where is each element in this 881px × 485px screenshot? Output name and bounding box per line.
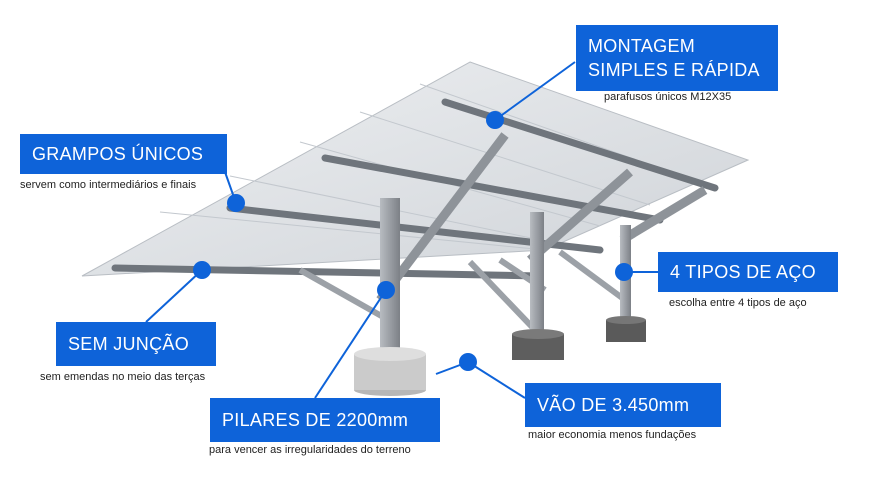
callout-vao-title: VÃO DE 3.450mm [525, 383, 721, 427]
callout-montagem-title-line2: SIMPLES E RÁPIDA [588, 60, 760, 80]
callout-grampos-title: GRAMPOS ÚNICOS [20, 134, 227, 174]
callout-tipos-aco-subtitle: escolha entre 4 tipos de aço [669, 297, 807, 309]
braces [298, 249, 627, 333]
callout-grampos-subtitle: servem como intermediários e finais [20, 179, 197, 191]
callout-vao-subtitle: maior economia menos fundações [528, 429, 697, 441]
callout-montagem-title-line1: MONTAGEM [588, 36, 696, 56]
rafters [376, 132, 708, 303]
post-middle [530, 212, 544, 338]
footing-middle [512, 329, 564, 360]
callout-montagem-subtitle: parafusos únicos M12X35 [604, 91, 732, 103]
callout-tipos-aco-title: 4 TIPOS DE AÇO [658, 252, 838, 292]
callout-sem-juncao-subtitle: sem emendas no meio das terças [40, 371, 206, 383]
callout-leaders [145, 61, 658, 399]
callout-dots [193, 111, 633, 371]
post-front [380, 198, 400, 358]
callout-montagem-title: MONTAGEM SIMPLES E RÁPIDA [576, 25, 778, 91]
footing-front [354, 347, 426, 396]
callout-pilares-title: PILARES DE 2200mm [210, 398, 440, 442]
callout-sem-juncao-title: SEM JUNÇÃO [56, 322, 216, 366]
footing-back [606, 316, 646, 342]
callout-pilares-subtitle: para vencer as irregularidades do terren… [209, 444, 411, 456]
